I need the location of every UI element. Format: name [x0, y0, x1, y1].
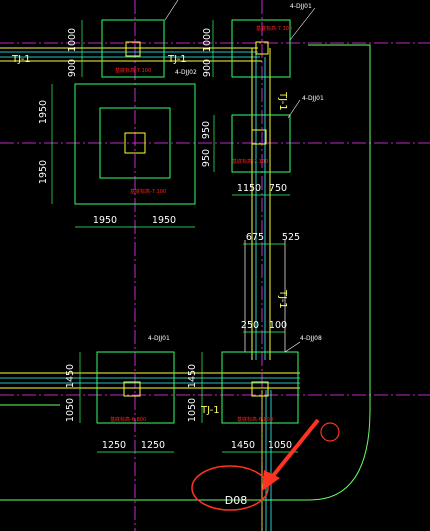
dim-mid-h2: 750 — [269, 183, 287, 194]
elev-note-3: 基底标高-7.100 — [130, 188, 166, 195]
highlight-ellipse — [191, 465, 269, 511]
dim-top-right-v1: 1000 — [202, 28, 213, 52]
dim-mid-v1: 950 — [201, 121, 212, 139]
dim-w1: 675 — [246, 232, 264, 243]
dim-bl-v1: 1450 — [65, 364, 76, 388]
dimension-texts: 1000 900 1000 900 1950 1950 1950 1950 95… — [38, 28, 300, 451]
footing-tags: 4-DJJ01 4-DJJ02 4-DJJ01 4-DJJ01 4-DJJ08 — [148, 0, 324, 353]
dim-w4: 100 — [269, 320, 287, 331]
elev-note-5: 基底标高-6.800 — [110, 416, 146, 423]
beam-label-5: TJ-1 — [200, 405, 220, 416]
elev-note-6: 基底标高-6.800 — [237, 416, 273, 423]
footing-tag-4: 4-DJJ01 — [148, 335, 170, 342]
beam-labels: TJ-1 TJ-1 TJ-1 TJ-1 TJ-1 — [11, 54, 288, 416]
dim-big-h1: 1950 — [93, 215, 117, 226]
dim-bl-v2: 1050 — [65, 398, 76, 422]
footing-tag-5: 4-DJJ08 — [300, 335, 322, 342]
dim-top-right-v2: 900 — [202, 59, 213, 77]
dim-w2: 525 — [282, 232, 300, 243]
elev-note-4: 基底标高-7.100 — [232, 158, 268, 165]
beam-label-3: TJ-1 — [277, 91, 288, 111]
dim-bl-h2: 1250 — [141, 440, 165, 451]
beam-label-4: TJ-1 — [277, 289, 288, 309]
dim-lines — [51, 20, 298, 453]
elev-note-1: 基底标高-7.100 — [115, 67, 151, 74]
footings — [74, 19, 299, 424]
dim-big-v2: 1950 — [38, 160, 49, 184]
dim-br-v1: 1450 — [187, 364, 198, 388]
beam-strips — [0, 47, 300, 531]
dim-mid-v2: 950 — [201, 149, 212, 167]
footing-tag-1: 4-DJJ01 — [290, 3, 312, 10]
elevation-notes: 基底标高-7.100 基底标高-7.100 基底标高-7.100 基底标高-7.… — [110, 25, 292, 423]
dim-w3: 250 — [241, 320, 259, 331]
dim-mid-h1: 1150 — [237, 183, 261, 194]
dim-top-left-v2: 900 — [67, 59, 78, 77]
marker-circle — [320, 422, 340, 442]
dim-br-v2: 1050 — [187, 398, 198, 422]
dim-br-h2: 1050 — [268, 440, 292, 451]
red-arrow — [262, 418, 320, 491]
axis-label-d08: D08 — [225, 494, 247, 507]
footing-tag-3: 4-DJJ01 — [302, 95, 324, 102]
dim-bl-h1: 1250 — [102, 440, 126, 451]
outline-green — [0, 44, 371, 501]
dim-br-h1: 1450 — [231, 440, 255, 451]
dim-big-h2: 1950 — [152, 215, 176, 226]
dim-top-left-v1: 1000 — [67, 28, 78, 52]
red-annotations — [191, 422, 340, 511]
footing-tag-2: 4-DJJ02 — [175, 69, 197, 76]
beam-label-2: TJ-1 — [167, 54, 187, 65]
dim-big-v1: 1950 — [38, 100, 49, 124]
beam-label-1: TJ-1 — [11, 54, 31, 65]
elev-note-2: 基底标高-7.100 — [256, 25, 292, 32]
